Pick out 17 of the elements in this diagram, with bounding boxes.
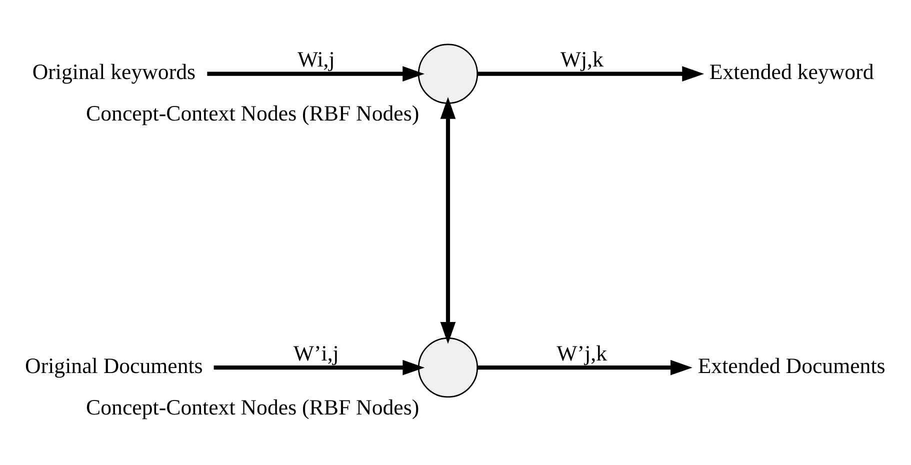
arrow [440, 96, 456, 344]
node-label: Concept-Context Nodes (RBF Nodes) [86, 394, 420, 419]
node-circle [418, 43, 478, 104]
node-text: Original Documents [25, 353, 203, 378]
arrow [478, 359, 692, 375]
node-circle [418, 337, 478, 398]
node-text: Extended keyword [709, 60, 874, 84]
edge-label: Wi,j [297, 47, 335, 72]
node-text: Extended Documents [698, 353, 886, 378]
edge-label: W’j,k [556, 340, 608, 365]
edge-label: Wj,k [560, 47, 604, 72]
arrow [214, 359, 425, 375]
arrow [207, 66, 425, 81]
node-text: Original keywords [32, 60, 196, 84]
node-label: Concept-Context Nodes (RBF Nodes) [86, 101, 420, 126]
arrow [478, 66, 704, 81]
edge-label: W’i,j [293, 340, 339, 365]
